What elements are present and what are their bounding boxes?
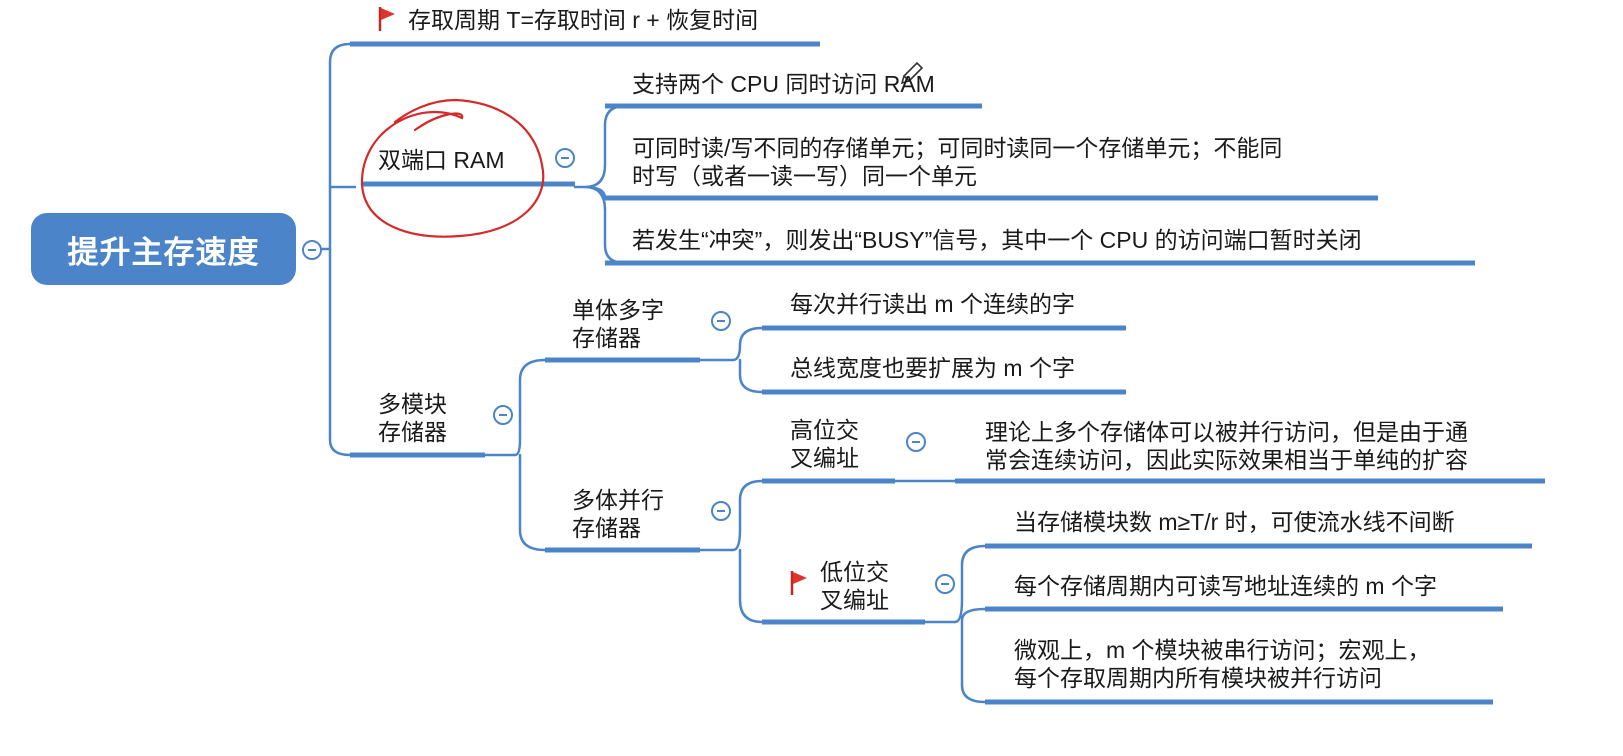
node-multi-module-1[interactable]: 多模块	[378, 391, 447, 417]
annotation-circle	[360, 98, 545, 238]
collapse-icon-multi-module[interactable]	[493, 405, 513, 425]
connector-low	[953, 544, 987, 704]
node-single-2[interactable]: 存储器	[572, 325, 641, 351]
node-low-child-3a[interactable]: 微观上，m 个模块被串行访问；宏观上，	[1014, 637, 1431, 663]
node-dual-port-1[interactable]: 支持两个 CPU 同时访问 RAM	[632, 71, 935, 97]
node-multi-module-2[interactable]: 存储器	[378, 419, 447, 445]
node-dual-port-2a[interactable]: 可同时读/写不同的存储单元；可同时读同一个存储单元；不能同	[632, 135, 1283, 161]
node-low-2[interactable]: 叉编址	[820, 587, 889, 613]
collapse-icon-parallel[interactable]	[711, 501, 731, 521]
node-access-cycle[interactable]: 存取周期 T=存取时间 r + 恢复时间	[408, 7, 759, 33]
node-single-child-2[interactable]: 总线宽度也要扩展为 m 个字	[790, 355, 1075, 381]
node-dual-port-2b[interactable]: 时写（或者一读一写）同一个单元	[632, 163, 977, 189]
connector-trunk	[328, 42, 357, 457]
flag-icon	[790, 571, 807, 595]
node-dual-port-ram[interactable]: 双端口 RAM	[378, 147, 505, 173]
node-single-1[interactable]: 单体多字	[572, 297, 664, 323]
root-node[interactable]: 提升主存速度	[31, 213, 296, 285]
collapse-icon-single[interactable]	[711, 311, 731, 331]
connector-multi-module	[513, 358, 547, 552]
flag-icon	[378, 7, 395, 31]
node-high-desc-1[interactable]: 理论上多个存储体可以被并行访问，但是由于通	[985, 419, 1468, 445]
node-low-child-2[interactable]: 每个存储周期内可读写地址连续的 m 个字	[1014, 573, 1437, 599]
node-parallel-2[interactable]: 存储器	[572, 515, 641, 541]
node-high-1[interactable]: 高位交	[790, 417, 859, 443]
node-low-child-1[interactable]: 当存储模块数 m≥T/r 时，可使流水线不间断	[1014, 509, 1455, 535]
node-low-1[interactable]: 低位交	[820, 559, 889, 585]
node-high-desc-2[interactable]: 常会连续访问，因此实际效果相当于单纯的扩容	[985, 447, 1468, 473]
pencil-cursor-icon	[900, 61, 924, 85]
connector-parallel	[731, 479, 764, 624]
connector-single	[731, 326, 764, 394]
root-label: 提升主存速度	[67, 234, 260, 270]
node-low-child-3b[interactable]: 每个存取周期内所有模块被并行访问	[1014, 665, 1382, 691]
node-high-2[interactable]: 叉编址	[790, 445, 859, 471]
collapse-icon-root[interactable]	[302, 240, 322, 260]
node-dual-port-3[interactable]: 若发生“冲突”，则发出“BUSY”信号，其中一个 CPU 的访问端口暂时关闭	[632, 227, 1362, 253]
node-single-child-1[interactable]: 每次并行读出 m 个连续的字	[790, 291, 1075, 317]
collapse-icon-high[interactable]	[906, 432, 926, 452]
collapse-icon-dual-port[interactable]	[555, 148, 575, 168]
collapse-icon-low[interactable]	[935, 574, 955, 594]
connector-dual-port	[573, 104, 627, 265]
node-parallel-1[interactable]: 多体并行	[572, 487, 664, 513]
